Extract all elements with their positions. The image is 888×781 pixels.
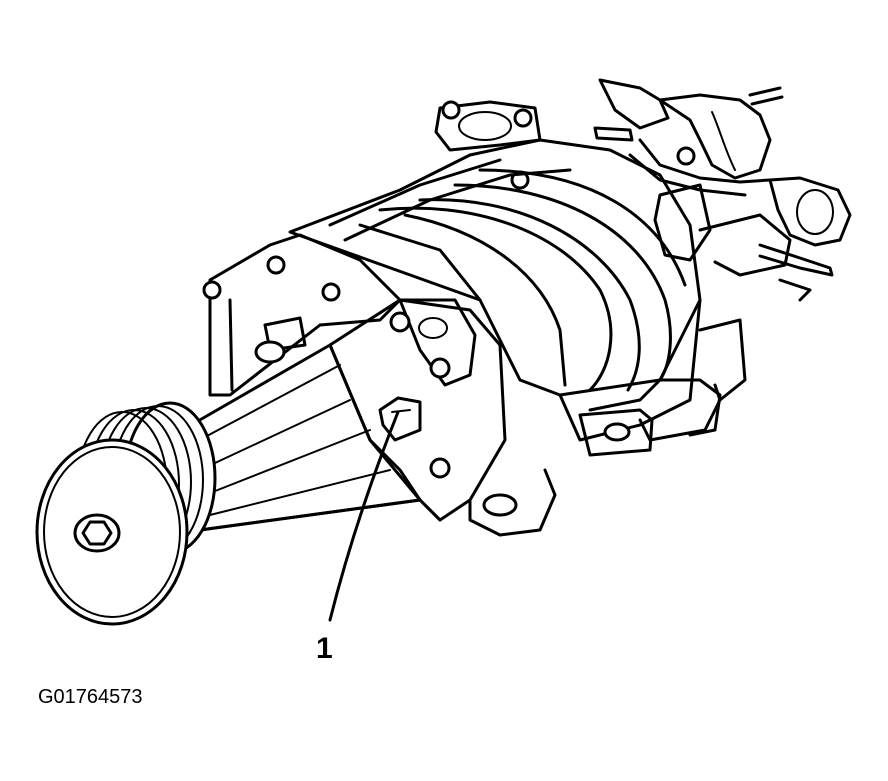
callout-number: 1 [316, 632, 333, 665]
figure-id: G01764573 [38, 686, 143, 708]
bolt [266, 255, 286, 275]
bolt [202, 280, 222, 300]
bolt [513, 108, 533, 128]
front-cover [328, 298, 557, 537]
bolt [389, 311, 411, 333]
drive-pulley [35, 401, 217, 626]
bolt [429, 457, 451, 479]
bolt [429, 357, 451, 379]
hose-assembly [593, 78, 852, 302]
callout-leader-line [328, 410, 400, 622]
left-end-plate [202, 233, 402, 397]
bolt [676, 146, 696, 166]
pulley-nut [81, 520, 113, 546]
bolt [321, 282, 341, 302]
bypass-boss [578, 378, 722, 457]
rotor-housing [288, 138, 747, 442]
bolt [441, 100, 461, 120]
